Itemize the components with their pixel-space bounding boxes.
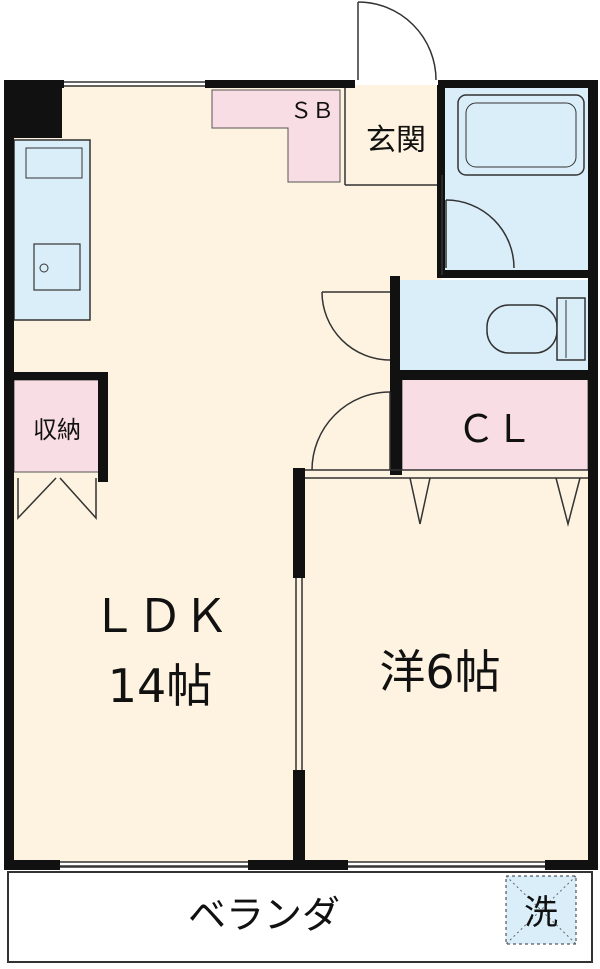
balcony-area	[7, 871, 593, 963]
washer-diag-2	[505, 875, 577, 945]
partitions	[305, 88, 588, 479]
doors	[17, 1, 581, 527]
windows	[60, 81, 545, 868]
balcony-label: ベランダ	[188, 893, 340, 937]
ldk-size-label: 14帖	[108, 659, 213, 713]
kitchen-counter-top	[25, 147, 83, 179]
toilet-bowl	[486, 304, 558, 354]
entrance-floor	[345, 85, 442, 185]
bathtub	[457, 94, 585, 176]
washer-diag-1	[505, 875, 577, 945]
kitchen-counter	[13, 139, 91, 321]
walls	[4, 80, 598, 870]
closet-area	[401, 377, 589, 471]
sink-drain-icon	[39, 263, 49, 273]
western-room-floor	[300, 470, 590, 862]
entrance-label: 玄関	[366, 123, 426, 158]
closet-label: ＣＬ	[457, 407, 533, 451]
shoe-box-label: ＳＢ	[290, 99, 334, 124]
kitchen-sink	[33, 243, 81, 291]
storage-label: 収納	[33, 416, 81, 444]
washer-label: 洗	[524, 893, 558, 933]
western-room-label: 洋6帖	[379, 645, 500, 699]
bathtub-inner	[465, 102, 577, 168]
ldk-name-label: ＬＤＫ	[91, 589, 229, 643]
toilet-tank	[556, 297, 586, 361]
shoe-box-area	[211, 89, 341, 183]
